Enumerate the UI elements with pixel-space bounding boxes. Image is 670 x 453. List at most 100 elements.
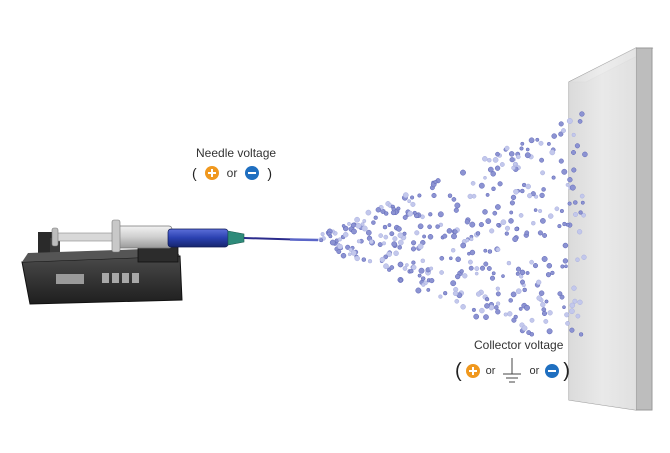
spray-particle bbox=[551, 175, 556, 180]
spray-particle bbox=[538, 290, 545, 296]
spray-particle bbox=[361, 225, 368, 232]
spray-particle bbox=[562, 242, 569, 249]
spray-particle bbox=[515, 288, 522, 295]
spray-particle bbox=[371, 220, 376, 225]
spray-particle bbox=[564, 264, 568, 269]
spray-particle bbox=[495, 291, 501, 297]
needle-or: or bbox=[226, 166, 238, 180]
spray-particle bbox=[454, 298, 460, 304]
spray-particle bbox=[546, 328, 553, 335]
spray-particle bbox=[489, 228, 495, 234]
spray-particle bbox=[478, 222, 484, 228]
spray-particle bbox=[455, 273, 461, 280]
spray-particle bbox=[499, 162, 505, 167]
spray-particle bbox=[462, 273, 468, 279]
spray-particle bbox=[427, 234, 434, 240]
spray-particle bbox=[410, 201, 416, 207]
spray-particle bbox=[383, 254, 389, 260]
spray-particle bbox=[525, 271, 530, 275]
spray-particle bbox=[487, 166, 494, 173]
spray-particle bbox=[319, 238, 324, 243]
spray-particle bbox=[398, 278, 403, 283]
spray-particle bbox=[336, 249, 342, 255]
spray-particle bbox=[474, 266, 480, 272]
spray-particle bbox=[503, 312, 508, 317]
spray-particle bbox=[396, 226, 402, 232]
spray-particle bbox=[410, 246, 417, 252]
spray-particle bbox=[511, 317, 517, 323]
spray-particle bbox=[520, 279, 525, 285]
spray-particle bbox=[569, 308, 575, 315]
spray-particle bbox=[422, 234, 427, 239]
spray-particle bbox=[495, 151, 500, 157]
spray-particle bbox=[509, 210, 514, 215]
spray-particle bbox=[571, 150, 576, 155]
spray-particle bbox=[418, 267, 425, 274]
spray-particle bbox=[429, 278, 435, 284]
spray-particle bbox=[420, 258, 426, 264]
spray-particle bbox=[407, 199, 412, 204]
spray-particle bbox=[529, 259, 534, 265]
spray-particle bbox=[397, 261, 404, 268]
spray-particle bbox=[515, 154, 521, 160]
spray-particle bbox=[473, 313, 480, 320]
negative-icon bbox=[245, 166, 260, 180]
spray-particle bbox=[496, 223, 501, 227]
spray-particle bbox=[495, 301, 501, 306]
spray-particle bbox=[484, 297, 490, 302]
spray-particle bbox=[345, 244, 351, 250]
spray-particle bbox=[383, 234, 389, 240]
spray-particle bbox=[484, 303, 490, 309]
spray-particle bbox=[490, 171, 496, 177]
spray-particle bbox=[519, 146, 524, 151]
spray-particle bbox=[362, 219, 367, 223]
spray-particle bbox=[543, 318, 549, 324]
pump-button-3[interactable] bbox=[122, 273, 129, 283]
spray-particle bbox=[487, 249, 493, 254]
positive-icon bbox=[465, 364, 480, 378]
spray-particle bbox=[438, 222, 444, 227]
spray-particle bbox=[415, 287, 422, 294]
spray-particle bbox=[491, 186, 496, 192]
spray-particle bbox=[518, 306, 523, 311]
spray-particle bbox=[508, 218, 514, 224]
spray-particle bbox=[402, 192, 409, 198]
spray-particle bbox=[521, 182, 527, 188]
pump-button-4[interactable] bbox=[132, 273, 139, 283]
spray-particle bbox=[512, 236, 518, 243]
spray-particle bbox=[361, 257, 367, 262]
spray-particle bbox=[438, 294, 443, 299]
spray-particle bbox=[417, 243, 424, 250]
spray-particle bbox=[524, 152, 531, 159]
spray-particle bbox=[536, 279, 542, 285]
spray-particle bbox=[347, 221, 351, 226]
spray-particle bbox=[382, 224, 388, 230]
spray-particle bbox=[373, 215, 378, 220]
positive-icon bbox=[204, 166, 219, 180]
needle-paren-open: ( bbox=[192, 165, 197, 181]
spray-particle bbox=[431, 192, 437, 199]
spray-particle bbox=[557, 291, 563, 297]
spray-particle bbox=[501, 274, 505, 278]
spray-particle bbox=[341, 224, 346, 228]
spray-particle bbox=[428, 212, 433, 217]
spray-particle bbox=[541, 256, 548, 262]
spray-particle bbox=[576, 229, 583, 235]
spray-particle bbox=[527, 193, 533, 199]
spray-particle bbox=[562, 258, 569, 264]
spray-particle bbox=[387, 223, 392, 228]
spray-particle bbox=[577, 299, 583, 305]
spray-particle bbox=[571, 285, 577, 291]
spray-particle bbox=[487, 157, 492, 163]
spray-particle bbox=[417, 273, 422, 278]
spray-particle bbox=[377, 242, 383, 248]
spray-particle bbox=[389, 265, 395, 270]
spray-particle bbox=[450, 280, 457, 287]
spray-particle bbox=[521, 325, 528, 332]
spray-particle bbox=[528, 137, 535, 144]
spray-particle bbox=[350, 222, 356, 228]
spray-particle bbox=[538, 208, 543, 214]
pump-button-2[interactable] bbox=[112, 273, 119, 283]
pump-button-1[interactable] bbox=[102, 273, 109, 283]
spray-particle bbox=[539, 157, 545, 163]
